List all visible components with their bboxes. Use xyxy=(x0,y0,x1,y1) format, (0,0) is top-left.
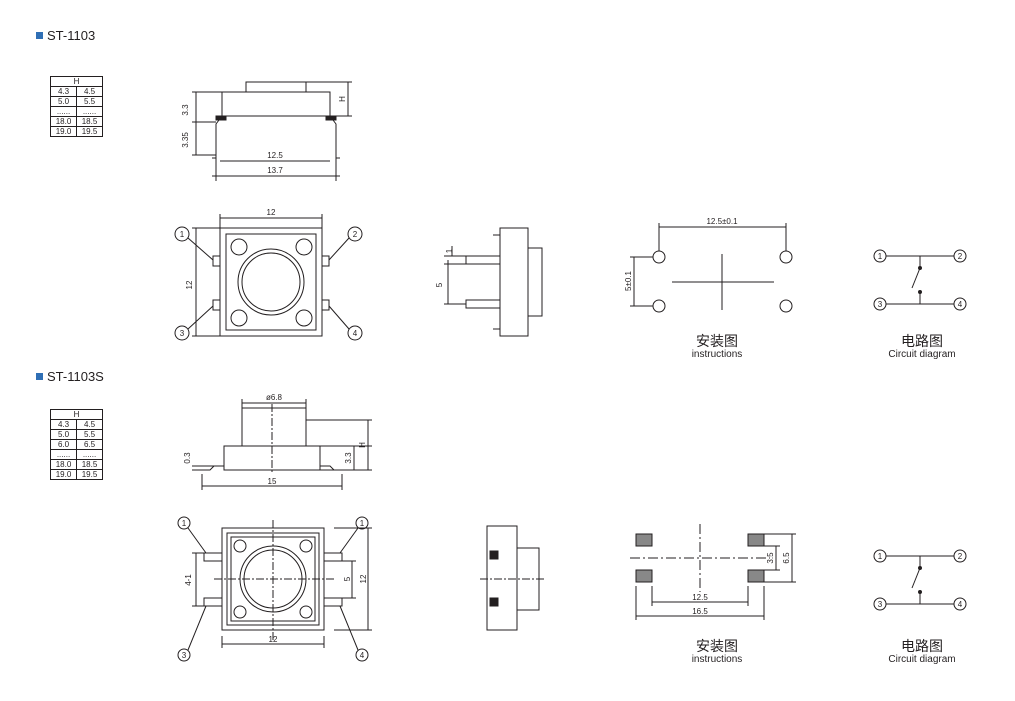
pin-number: 3 xyxy=(180,329,185,338)
dim-label: 12 xyxy=(185,280,194,289)
pin-number: 3 xyxy=(182,651,187,660)
circuit-caption-2: 电路图 Circuit diagram xyxy=(888,638,956,666)
pin-number: 3 xyxy=(878,600,883,609)
bullet-square-icon xyxy=(36,373,43,380)
section-title-text: ST-1103S xyxy=(47,369,104,384)
st1103s-profile-view xyxy=(480,525,546,631)
dim-label: 3.5 xyxy=(766,552,775,564)
pin-number: 4 xyxy=(360,651,365,660)
pin-number: 1 xyxy=(878,252,883,261)
dim-label: 12.5 xyxy=(692,593,708,602)
caption-zh: 安装图 xyxy=(695,638,738,654)
pin-number: 4 xyxy=(958,300,963,309)
dim-label: 12.5±0.1 xyxy=(706,217,738,226)
install-caption-2: 安装图 instructions xyxy=(691,638,743,666)
st1103s-install-view xyxy=(630,524,796,620)
circuit-caption-1: 电路图 Circuit diagram xyxy=(888,333,956,361)
dim-label: 16.5 xyxy=(692,607,708,616)
dim-label: 12 xyxy=(269,635,278,644)
st1103-top-view xyxy=(174,214,363,341)
dim-label: 13.7 xyxy=(267,166,283,175)
pin-number: 2 xyxy=(958,552,963,561)
dim-label: H xyxy=(338,96,347,102)
dim-label: 12.5 xyxy=(267,151,283,160)
caption-zh: 电路图 xyxy=(901,333,943,349)
st1103-install-view xyxy=(630,223,793,313)
caption-en: Circuit diagram xyxy=(888,349,956,360)
pin-number: 1 xyxy=(360,519,365,528)
section-title-st1103: ST-1103 xyxy=(36,28,95,43)
st1103s-circuit-view xyxy=(873,549,967,611)
install-caption-1: 安装图 instructions xyxy=(691,333,743,361)
dim-label: 0.3 xyxy=(183,452,192,464)
pin-number: 2 xyxy=(958,252,963,261)
dim-label: 3.3 xyxy=(181,104,190,116)
caption-en: Circuit diagram xyxy=(888,654,956,665)
dim-label: 4-1 xyxy=(184,574,193,586)
dim-label: 5 xyxy=(435,282,444,287)
pin-number: 4 xyxy=(958,600,963,609)
pin-number: 2 xyxy=(353,230,358,239)
pin-number: 1 xyxy=(878,552,883,561)
dim-label: H xyxy=(358,442,367,448)
st1103s-side-view xyxy=(192,399,372,490)
dim-label: 5 xyxy=(343,576,352,581)
st1103-profile-view xyxy=(444,227,543,337)
dim-label: ø6.8 xyxy=(266,393,283,402)
dim-label: 12 xyxy=(359,574,368,583)
pin-number: 3 xyxy=(878,300,883,309)
st1103-circuit-view xyxy=(873,249,967,311)
dim-label: 15 xyxy=(268,477,277,486)
dim-label: 3.3 xyxy=(344,452,353,464)
dim-label: 12 xyxy=(267,208,276,217)
pin-number: 4 xyxy=(353,329,358,338)
table-cell: 19.5 xyxy=(76,469,103,480)
caption-zh: 安装图 xyxy=(695,333,738,349)
dim-label: 1 xyxy=(445,248,454,253)
dim-label: 5±0.1 xyxy=(624,270,633,291)
table-cell: 19.5 xyxy=(76,126,103,137)
caption-en: instructions xyxy=(691,349,743,360)
caption-en: instructions xyxy=(691,654,743,665)
section-title-st1103s: ST-1103S xyxy=(36,369,104,384)
st1103-side-view xyxy=(192,81,352,181)
pin-number: 1 xyxy=(182,519,187,528)
section-title-text: ST-1103 xyxy=(47,28,96,43)
pin-number: 1 xyxy=(180,230,185,239)
bullet-square-icon xyxy=(36,32,43,39)
dim-label: 3.35 xyxy=(181,132,190,148)
st1103s-top-view xyxy=(177,516,372,662)
caption-zh: 电路图 xyxy=(901,638,943,654)
dim-label: 6.5 xyxy=(782,552,791,564)
